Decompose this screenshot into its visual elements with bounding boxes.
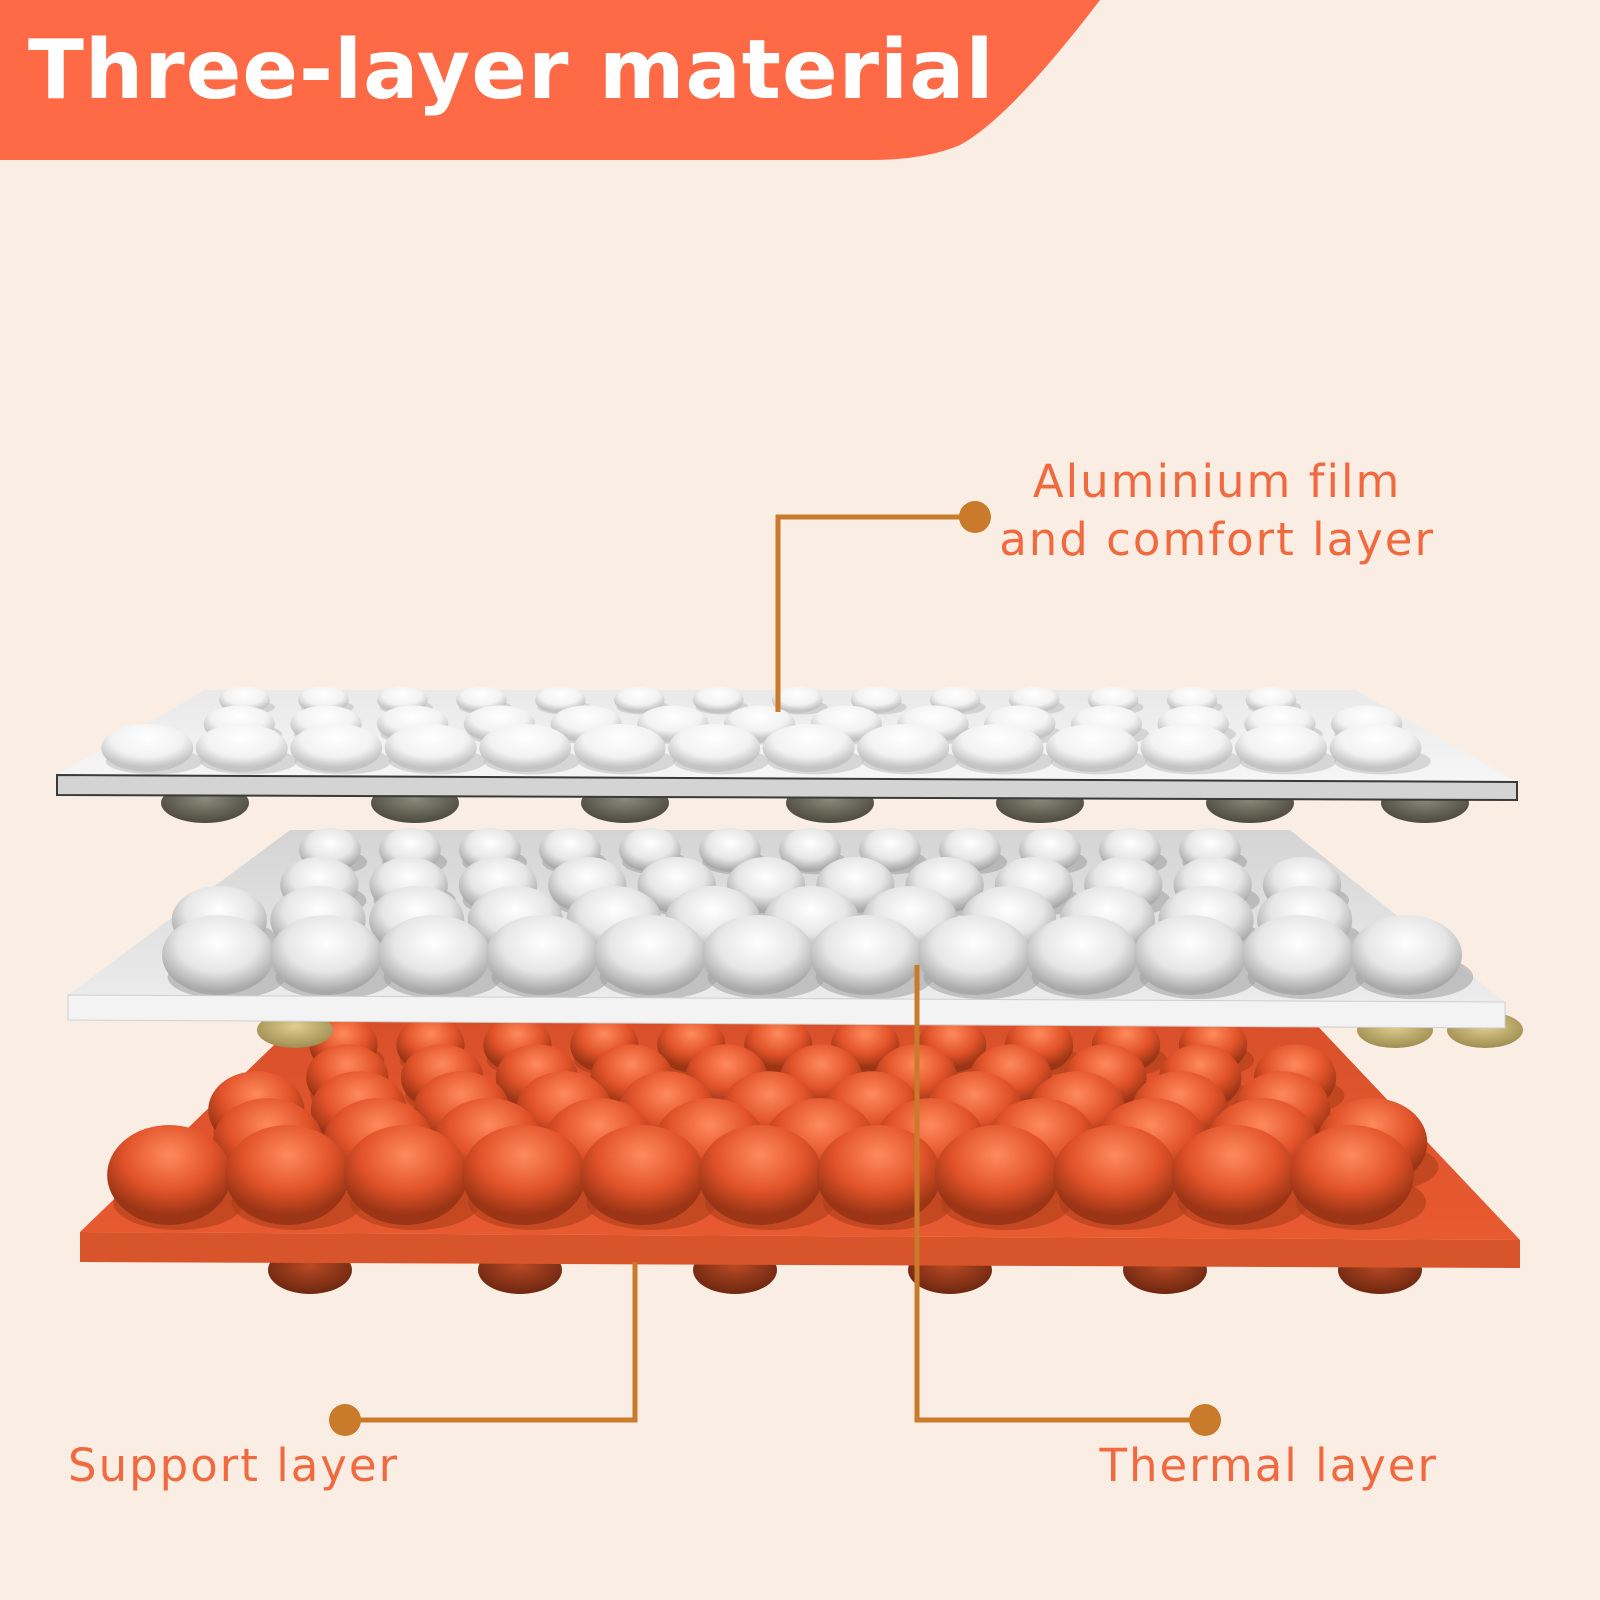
surface-bump [486, 915, 598, 995]
surface-bump [951, 724, 1044, 772]
surface-bump [934, 1125, 1059, 1225]
surface-bump [698, 1125, 823, 1225]
surface-bump [857, 724, 950, 772]
surface-bump [668, 724, 761, 772]
thermal-layer-edge [67, 994, 1506, 1029]
surface-bump [101, 724, 194, 772]
thermal-layer-bumps [162, 828, 1474, 999]
surface-bump [162, 915, 274, 995]
comfort-leader-dot [959, 501, 991, 533]
surface-bump [270, 915, 382, 995]
surface-bump [1140, 724, 1233, 772]
surface-bump [1134, 915, 1246, 995]
comfort-layer-label-line1: Aluminium film [1032, 455, 1402, 508]
support-layer-edge [80, 1232, 1520, 1268]
surface-bump [1329, 724, 1422, 772]
surface-bump [535, 686, 586, 714]
surface-bump [1242, 915, 1354, 995]
comfort-layer-edge [56, 773, 1518, 802]
surface-bump [594, 915, 706, 995]
surface-bump [461, 1125, 586, 1225]
surface-bump [1171, 1125, 1296, 1225]
comfort-leader-line [775, 514, 975, 712]
surface-bump [614, 686, 665, 714]
support-layer-bumps [107, 1017, 1439, 1230]
surface-bump [816, 1125, 941, 1225]
surface-bump [107, 1125, 232, 1225]
surface-bump [810, 915, 922, 995]
surface-bump [1053, 1125, 1178, 1225]
surface-bump [1235, 724, 1328, 772]
surface-bump [573, 724, 666, 772]
page-title: Three-layer material [28, 23, 995, 118]
surface-bump [343, 1125, 468, 1225]
thermal-layer [67, 828, 1523, 1048]
support-leader-dot [329, 1404, 361, 1436]
thermal-leader-dot [1189, 1404, 1221, 1436]
surface-bump [1289, 1125, 1414, 1225]
support-layer-label: Support layer [68, 1439, 400, 1492]
surface-bump [1026, 915, 1138, 995]
surface-bump [580, 1125, 705, 1225]
surface-bump [692, 686, 744, 714]
surface-bump [1046, 724, 1139, 772]
surface-bump [779, 828, 841, 872]
title-banner [0, 0, 1100, 160]
surface-bump [762, 724, 855, 772]
surface-bump [195, 724, 288, 772]
support-leader-line [345, 1262, 638, 1423]
comfort-layer-label: Aluminium film and comfort layer [999, 453, 1435, 568]
surface-bump [479, 724, 572, 772]
comfort-layer [56, 686, 1518, 823]
surface-bump [702, 915, 814, 995]
thermal-layer-label: Thermal layer [1099, 1439, 1438, 1492]
surface-bump [771, 686, 823, 714]
support-layer [80, 1017, 1520, 1294]
surface-bump [1350, 915, 1462, 995]
surface-bump [225, 1125, 350, 1225]
thermal-leader-line [914, 965, 1205, 1423]
comfort-layer-bumps [101, 686, 1431, 775]
comfort-layer-label-line2: and comfort layer [999, 512, 1435, 566]
surface-bump [699, 828, 761, 872]
surface-bump [918, 915, 1030, 995]
surface-bump [290, 724, 383, 772]
surface-bump [384, 724, 477, 772]
surface-bump [378, 915, 490, 995]
surface-bump [850, 686, 902, 714]
callout-leaders [329, 501, 1221, 1436]
